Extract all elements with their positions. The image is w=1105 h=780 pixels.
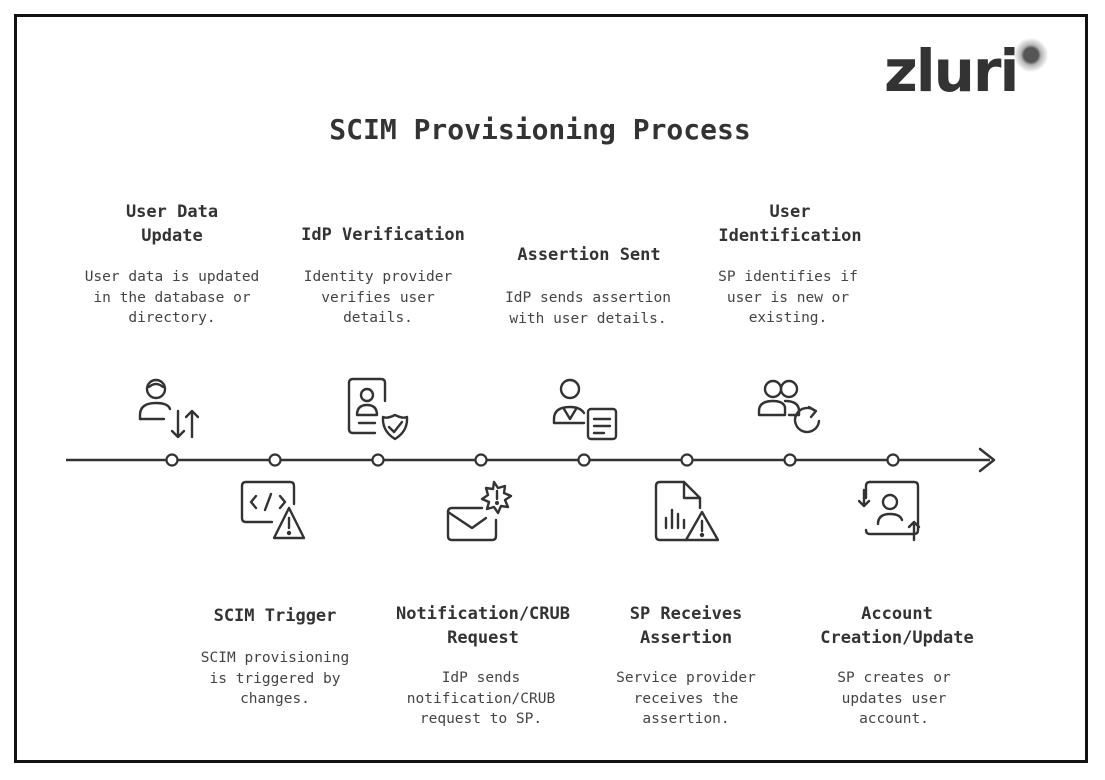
timeline-node-1: [165, 453, 179, 467]
timeline-node-5: [577, 453, 591, 467]
id-badge-check-icon: [347, 377, 409, 441]
step-desc-scim-trigger: SCIM provisioning is triggered by change…: [200, 650, 350, 707]
step-heading-user-data-update: User Data Update: [125, 202, 219, 246]
user-transfer-icon: [138, 378, 200, 439]
step-desc-user-data-update: User data is updated in the database or …: [84, 269, 260, 326]
user-document-icon: [552, 378, 618, 441]
step-heading-user-identification: User Identification: [718, 202, 862, 246]
step-desc-idp-verification: Identity provider verifies user details.: [303, 269, 453, 326]
step-heading-account-creation-update: Account Creation/Update: [820, 604, 974, 648]
step-heading-scim-trigger: SCIM Trigger: [213, 606, 337, 626]
timeline-arrow-icon: [978, 447, 996, 473]
timeline-node-2: [268, 453, 282, 467]
timeline-node-6: [680, 453, 694, 467]
report-warning-icon: [654, 480, 720, 542]
step-heading-notification-crub-request: Notification/CRUB Request: [396, 604, 570, 648]
step-desc-notification-crub-request: IdP sends notification/CRUB request to S…: [406, 670, 556, 727]
code-warning-icon: [240, 480, 306, 540]
timeline-node-8: [886, 453, 900, 467]
account-upload-icon: [858, 480, 921, 542]
logo-dot: [1014, 38, 1048, 72]
step-heading-idp-verification: IdP Verification: [301, 225, 465, 245]
step-desc-user-identification: SP identifies if user is new or existing…: [718, 269, 858, 326]
timeline-node-7: [783, 453, 797, 467]
timeline-node-4: [474, 453, 488, 467]
step-desc-account-creation-update: SP creates or updates user account.: [837, 670, 951, 727]
diagram-frame: [14, 14, 1088, 763]
timeline-node-3: [371, 453, 385, 467]
step-heading-assertion-sent: Assertion Sent: [517, 245, 661, 265]
diagram-title: SCIM Provisioning Process: [329, 113, 751, 146]
step-desc-sp-receives-assertion: Service provider receives the assertion.: [616, 670, 756, 727]
step-desc-assertion-sent: IdP sends assertion with user details.: [505, 290, 671, 327]
step-heading-sp-receives-assertion: SP Receives Assertion: [629, 604, 743, 648]
users-refresh-icon: [757, 379, 821, 434]
zluri-logo: zluri: [884, 37, 1019, 105]
mail-alert-icon: [446, 480, 513, 542]
